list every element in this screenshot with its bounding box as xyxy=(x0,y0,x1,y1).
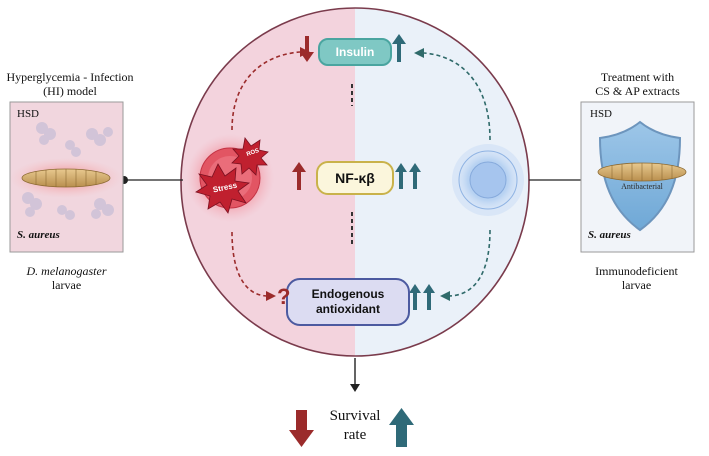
right-pathogen-label: S. aureus xyxy=(588,229,631,241)
insulin-down-arrow-icon xyxy=(300,36,314,62)
left-panel-graphics xyxy=(9,101,124,253)
stress-to-insulin-arrow xyxy=(231,51,301,131)
cell-to-antioxidant-arrowhead xyxy=(440,291,450,301)
insulin-up-arrow-icon xyxy=(392,34,406,62)
question-mark: ? xyxy=(277,284,291,309)
stress-to-antioxidant-arrowhead xyxy=(266,291,276,301)
stress-cell xyxy=(186,134,274,222)
left-diet-label: HSD xyxy=(17,108,40,120)
shield-label: Antibacterial xyxy=(621,182,663,191)
survival-up-arrow-icon xyxy=(389,408,414,447)
right-panel-graphics xyxy=(580,101,695,253)
right-model-title: Treatment with CS & AP extracts xyxy=(595,70,680,98)
central-circle-outline xyxy=(180,7,530,357)
stress-to-antioxidant-arrow xyxy=(231,231,269,297)
right-diet-label: HSD xyxy=(590,108,613,120)
nfkb-pill: NF-κβ xyxy=(316,161,394,195)
cell-to-insulin-arrow xyxy=(423,52,491,141)
nfkb-double-up-arrow-icon xyxy=(395,163,421,189)
antioxidant-pill: Endogenous antioxidant xyxy=(286,278,410,326)
insulin-pill: Insulin xyxy=(318,38,392,66)
stress-burst-icon xyxy=(195,163,251,214)
outcome-arrow-head xyxy=(350,384,360,392)
left-model-title: Hyperglycemia - Infection (HI) model xyxy=(6,70,134,98)
immune-cell xyxy=(452,144,524,216)
antioxidant-double-up-arrow-icon xyxy=(409,284,435,310)
survival-down-arrow-icon xyxy=(289,410,314,447)
right-caption: Immunodeficient larvae xyxy=(595,264,678,292)
ros-burst-icon xyxy=(231,137,269,176)
left-organism-stage: larvae xyxy=(51,278,82,292)
cell-to-insulin-arrowhead xyxy=(414,48,424,58)
left-pathogen-label: S. aureus xyxy=(17,229,60,241)
survival-rate-label: Survival rate xyxy=(329,408,381,443)
left-organism-label: D. melanogaster xyxy=(26,264,107,278)
nfkb-up-arrow-red-icon xyxy=(292,162,306,190)
sugar-crystals-left xyxy=(22,122,114,220)
